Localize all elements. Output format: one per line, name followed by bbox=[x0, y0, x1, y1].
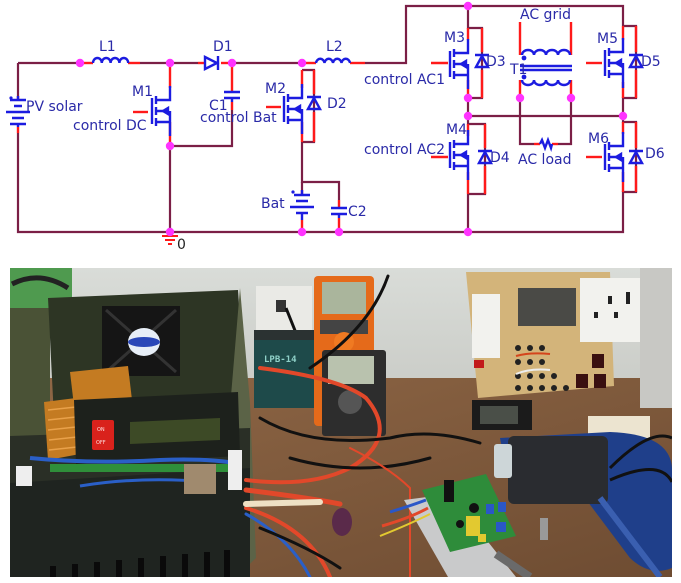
wire bbox=[468, 4, 625, 26]
junction-dot bbox=[75, 58, 85, 68]
power-switch bbox=[92, 420, 114, 450]
junction-dot bbox=[334, 227, 344, 237]
wire bbox=[16, 133, 170, 234]
inductor-L2 bbox=[314, 57, 352, 64]
mosfet-M3-arrow bbox=[458, 58, 468, 70]
wire bbox=[468, 116, 638, 234]
wire bbox=[558, 116, 573, 146]
junction-dot bbox=[297, 58, 307, 68]
circuit-schematic: PV solar L1 D1 L2 M1 control DC C1 contr… bbox=[6, 1, 665, 253]
diode-D4 bbox=[476, 149, 494, 165]
capacitor-C2 bbox=[331, 206, 347, 218]
label-D4: D4 bbox=[490, 150, 510, 166]
diode-D6 bbox=[627, 149, 645, 165]
label-C1: C1 bbox=[209, 98, 228, 114]
junctions bbox=[75, 1, 628, 237]
switch-off-label: OFF bbox=[96, 440, 106, 446]
label-M1: M1 bbox=[132, 84, 153, 100]
wire bbox=[518, 116, 534, 146]
label-M6: M6 bbox=[588, 131, 609, 147]
junction-dot bbox=[463, 93, 473, 103]
label-L1: L1 bbox=[99, 39, 116, 55]
multimeter-2 bbox=[322, 350, 386, 436]
inductor-L1 bbox=[91, 56, 130, 64]
label-M2-gate: control Bat bbox=[200, 110, 277, 126]
toroid bbox=[332, 508, 352, 536]
wire bbox=[621, 24, 638, 116]
junction-dot bbox=[297, 227, 307, 237]
wire bbox=[365, 4, 468, 65]
label-ground: 0 bbox=[177, 237, 186, 253]
label-M3: M3 bbox=[444, 30, 465, 46]
wire bbox=[170, 110, 234, 148]
battery-symbol bbox=[290, 190, 314, 220]
label-ac-grid: AC grid bbox=[520, 7, 571, 23]
wire bbox=[466, 98, 623, 118]
cooling-fan bbox=[102, 306, 180, 376]
label-D5: D5 bbox=[641, 54, 661, 70]
mosfet-M6-arrow bbox=[613, 151, 623, 163]
wire bbox=[302, 68, 316, 144]
junction-dot bbox=[165, 227, 175, 237]
label-C2: C2 bbox=[348, 204, 367, 220]
heat-gun bbox=[494, 432, 672, 577]
label-ac-load: AC load bbox=[518, 152, 571, 168]
junction-dot bbox=[515, 93, 525, 103]
inverter-enclosure: ON OFF bbox=[10, 288, 256, 577]
ground-icon bbox=[162, 235, 178, 245]
front-panel: ON OFF bbox=[74, 392, 240, 464]
diode-D5 bbox=[627, 53, 645, 69]
hardware-prototype-photo: ON OFF LPB-14 bbox=[10, 268, 672, 577]
capacitor-C1 bbox=[224, 90, 240, 102]
label-D6: D6 bbox=[645, 146, 665, 162]
junction-dot bbox=[165, 141, 175, 151]
switch-on-label: ON bbox=[97, 427, 105, 433]
label-L2: L2 bbox=[326, 39, 343, 55]
transformer-core bbox=[520, 64, 572, 72]
diode-D1 bbox=[203, 55, 220, 71]
label-D3: D3 bbox=[486, 54, 506, 70]
diode-D3 bbox=[473, 53, 491, 69]
heatsinks bbox=[44, 366, 132, 460]
dot-marker bbox=[521, 55, 527, 61]
junction-dot bbox=[227, 58, 237, 68]
mosfet-M2-arrow bbox=[292, 103, 302, 115]
label-T1: T1 bbox=[509, 62, 527, 78]
label-D1: D1 bbox=[213, 39, 233, 55]
resistor-ac-load bbox=[538, 136, 554, 153]
transformer-secondary bbox=[520, 79, 572, 87]
label-pv-solar: PV solar bbox=[26, 99, 83, 115]
label-D2: D2 bbox=[327, 96, 347, 112]
pv-source-symbol bbox=[6, 96, 30, 127]
wire bbox=[300, 142, 341, 200]
diode-D2 bbox=[305, 95, 323, 111]
components bbox=[6, 22, 645, 245]
mosfet-M5-arrow bbox=[613, 57, 623, 69]
label-M5: M5 bbox=[597, 31, 618, 47]
polarity-plus bbox=[9, 96, 13, 100]
junction-dot bbox=[566, 93, 576, 103]
lcd-display bbox=[130, 418, 220, 444]
label-M4: M4 bbox=[446, 122, 467, 138]
label-M3-gate: control AC1 bbox=[364, 72, 445, 88]
control-board bbox=[379, 474, 548, 577]
dot-marker bbox=[521, 74, 527, 80]
mosfet-M4-arrow bbox=[458, 149, 468, 161]
polarity-plus bbox=[291, 190, 295, 194]
junction-dot bbox=[463, 1, 473, 11]
junction-dot bbox=[463, 227, 473, 237]
label-M1-gate: control DC bbox=[73, 118, 147, 134]
label-M4-gate: control AC2 bbox=[364, 142, 445, 158]
label-battery: Bat bbox=[261, 196, 285, 212]
label-M2: M2 bbox=[265, 81, 286, 97]
transformer-primary bbox=[520, 48, 572, 56]
wire bbox=[466, 6, 484, 100]
ac-outlet-panel bbox=[466, 272, 640, 398]
junction-dot bbox=[618, 111, 628, 121]
mosfet-M1-arrow bbox=[160, 105, 170, 117]
battery-model-label: LPB-14 bbox=[264, 355, 297, 365]
junction-dot bbox=[165, 58, 175, 68]
junction-dot bbox=[463, 111, 473, 121]
